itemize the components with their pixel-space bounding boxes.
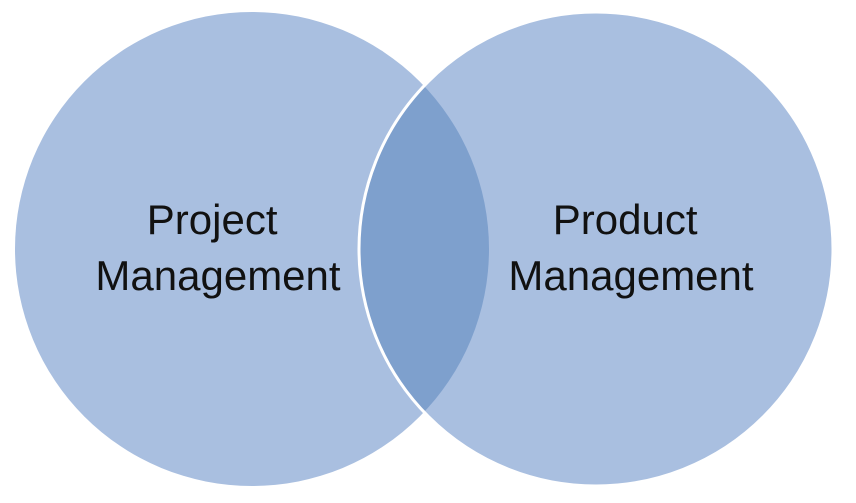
product-label-line2: Management: [508, 252, 753, 299]
product-management-circle: [359, 12, 833, 486]
project-label-line2: Management: [95, 252, 340, 299]
product-label-line1: Product: [553, 196, 698, 243]
project-label-line1: Project: [147, 196, 278, 243]
right-circle-outline: [357, 10, 835, 488]
product-management-label: Product Management: [508, 196, 753, 299]
project-management-label: Project Management: [95, 196, 340, 299]
project-management-circle: [15, 12, 489, 486]
